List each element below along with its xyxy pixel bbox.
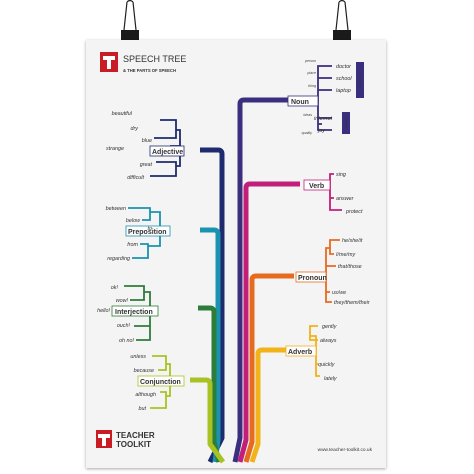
pronoun-word: he/she/it: [342, 238, 363, 244]
noun-tag: place: [306, 71, 316, 75]
tree-trunk: [190, 97, 300, 464]
noun-side-tag-top-label: common noun: [358, 70, 362, 89]
noun-side-tag-top: [356, 62, 364, 98]
noun-branches: [314, 65, 332, 131]
conjunction-word: although: [135, 392, 156, 398]
noun-word: laptop: [336, 88, 351, 94]
poster: [86, 40, 386, 468]
noun-word: doctor: [336, 64, 351, 70]
preposition-word: below: [126, 218, 141, 224]
poster-title: SPEECH TREE: [123, 54, 186, 64]
adjective-word: beautiful: [112, 111, 133, 117]
adverb-word: quickly: [318, 362, 335, 368]
preposition-word: to: [148, 226, 153, 232]
conjunction-word: unless: [130, 354, 146, 360]
pronoun-word: they/them/their: [334, 300, 370, 306]
brand-line-2: TOOLKIT: [116, 440, 151, 449]
teacher-toolkit-logo: [96, 430, 112, 448]
conjunction-word: but: [139, 406, 147, 412]
adjective-word: difficult: [127, 175, 144, 181]
noun-label: Noun: [291, 99, 309, 106]
adjective-label: Adjective: [152, 149, 183, 156]
footer-url: www.teacher-toolkit.co.uk: [318, 447, 373, 453]
interjection-word: hello!: [97, 308, 110, 314]
pronoun-word: us/we: [332, 290, 346, 296]
adverb-words: gently always quickly lately: [318, 324, 337, 382]
pronoun-box: [295, 271, 327, 283]
verb-label: Verb: [309, 183, 324, 190]
adverb-word: gently: [322, 324, 337, 330]
adverb-branches: [309, 325, 320, 377]
adjective-box: [149, 145, 185, 157]
preposition-words: between below to from regarding: [106, 206, 152, 262]
verb-words: sing answer protect: [336, 172, 363, 215]
preposition-branches: [128, 207, 161, 259]
noun-tag: person: [304, 59, 316, 63]
noun-tag: ideas: [303, 113, 312, 117]
interjection-word: wow!: [116, 298, 129, 304]
preposition-label: Preposition: [128, 229, 167, 236]
adverb-word: always: [320, 338, 337, 344]
noun-side-tag-bottom-label: abstract: [344, 117, 348, 128]
preposition-word: from: [127, 242, 138, 248]
noun-words: person doctor place school thing laptop …: [302, 59, 353, 135]
brand-line-1: TEACHER: [116, 431, 155, 440]
pronoun-word: that/those: [338, 264, 362, 270]
adjective-words: beautiful dry blue strange great difficu…: [106, 111, 152, 181]
speech-tree-logo: [100, 52, 118, 72]
adverb-label: Adverb: [288, 349, 312, 356]
adjective-word: strange: [106, 146, 124, 152]
verb-word: sing: [336, 172, 346, 178]
interjection-word: ouch!: [117, 323, 131, 329]
conjunction-words: unless because although but: [130, 354, 156, 412]
conjunction-word: because: [134, 368, 154, 374]
interjection-words: ok! wow! hello! ouch! oh no!: [97, 285, 134, 344]
pronoun-word: I/me/my: [336, 252, 355, 258]
adverb-box: [285, 345, 317, 357]
conjunction-label: Conjunction: [140, 379, 181, 386]
adjective-word: great: [140, 162, 153, 168]
verb-branches: [328, 173, 342, 211]
noun-tag: quality: [302, 131, 313, 135]
adjective-word: dry: [131, 126, 139, 132]
interjection-word: oh no!: [119, 338, 134, 344]
verb-box: [303, 179, 331, 191]
preposition-word: regarding: [107, 256, 130, 262]
noun-box: [287, 95, 319, 107]
interjection-word: ok!: [111, 285, 119, 291]
verb-word: protect: [345, 209, 363, 215]
pronoun-words: he/she/it I/me/my that/those us/we they/…: [332, 238, 370, 306]
poster-subtitle: & THE PARTS OF SPEECH: [123, 68, 176, 73]
noun-side-tag-bottom: [342, 112, 350, 134]
verb-word: answer: [336, 196, 354, 202]
noun-tag: thing: [308, 84, 316, 88]
noun-word: joy: [317, 128, 325, 134]
interjection-box: [111, 305, 159, 317]
noun-word: school: [336, 76, 352, 82]
adjective-word: blue: [142, 138, 152, 144]
preposition-word: between: [106, 206, 126, 212]
conjunction-box: [137, 375, 185, 387]
adverb-word: lately: [324, 376, 337, 382]
noun-word: internet: [314, 116, 332, 122]
preposition-box: [125, 225, 171, 237]
pronoun-label: Pronoun: [298, 275, 327, 282]
interjection-label: Interjection: [115, 309, 153, 316]
